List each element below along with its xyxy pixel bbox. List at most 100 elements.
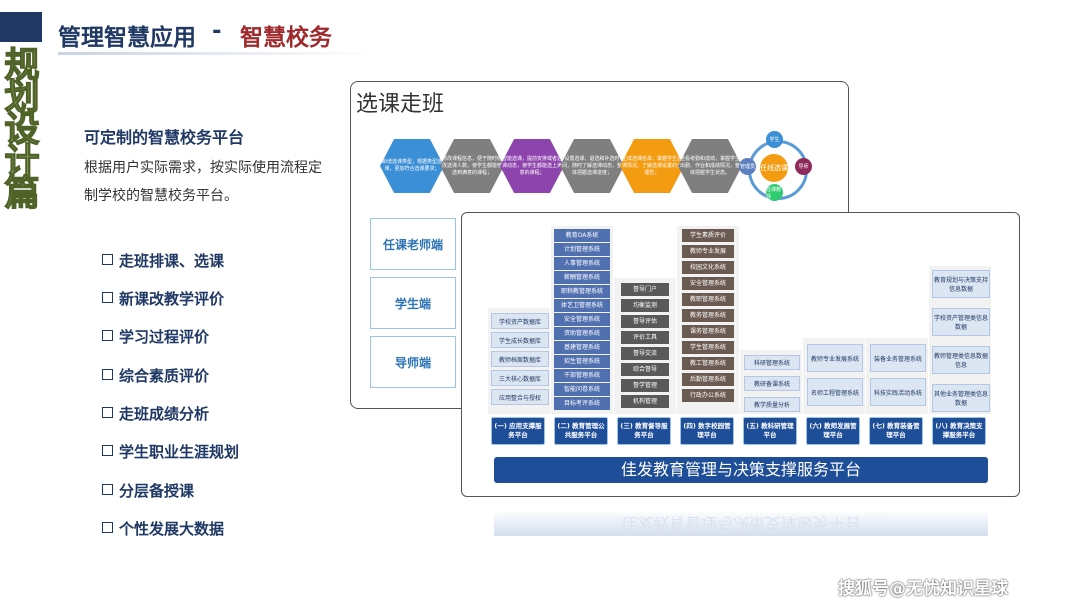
- checkbox-icon: [102, 254, 113, 265]
- system-column-4: 学生素质评价 教师专业发展 校园文化系统 安全管理系统 教职管理系统 教务管理系…: [682, 229, 734, 402]
- feature-label: 走班排课、选课: [119, 252, 225, 270]
- system-label: 评价工具: [621, 331, 669, 344]
- system-label: 后勤管理系统: [682, 373, 734, 386]
- database-label: 学校资产数据库: [491, 313, 549, 329]
- checkbox-icon: [102, 484, 113, 495]
- feature-label: 个性发展大数据: [119, 520, 225, 538]
- process-step-text: 生成选课名单，掌握学生选课情况，了解选课设置的合理性；: [621, 155, 682, 176]
- system-label: 体艺卫管理系统: [554, 299, 610, 312]
- side-char: 划: [4, 78, 40, 118]
- process-step-hex: 设置选课、退选和补选时间，随时了解选课动态，整体把握选课进度；: [560, 139, 624, 193]
- cycle-node-left: 管理员: [739, 158, 756, 175]
- platform-block-8: (八) 教育决策支撑服务平台: [932, 417, 986, 445]
- platform-block-4: (四) 数字校园管理平台: [680, 417, 734, 445]
- system-column-7: 装备业务管理系统 科技实践活动系统: [870, 344, 926, 406]
- system-label: 教育OA系统: [554, 229, 610, 242]
- feature-label: 走班成绩分析: [119, 405, 210, 423]
- platform-block-6: (六) 教师发展管理平台: [806, 417, 860, 445]
- database-label: 教师档案数据库: [491, 351, 549, 367]
- system-label: 安全管理系统: [682, 277, 734, 290]
- system-column-3: 督导门户 均衡监测 督导评估 评价工具 督导交流 综合督导 督学管理 机构管理: [621, 283, 669, 408]
- platform-block-5: (五) 教科研管理平台: [743, 417, 797, 445]
- system-label: 教师专业发展: [682, 245, 734, 258]
- system-label: 督导门户: [621, 283, 669, 296]
- process-step-text: 修改课程信息，便于随时修改选课人数，使学生都能够选到满意的课程；: [441, 155, 502, 176]
- system-label: 教工管理系统: [682, 357, 734, 370]
- process-step-text: 查看考勤和成绩，掌握学生出勤、作业和成绩情况，整体把握学生状态。: [679, 155, 740, 176]
- role-box-mentor: 导师端: [370, 336, 456, 388]
- side-char: 篇: [4, 174, 40, 214]
- system-label: 其他业务管理类信息数据: [932, 384, 990, 412]
- process-step-hex: 生成选课名单，掌握学生选课情况，了解选课设置的合理性；: [620, 139, 684, 193]
- side-char: 计: [4, 142, 40, 182]
- cycle-node-right: 导师: [795, 158, 812, 175]
- system-label: 招生管理系统: [554, 355, 610, 368]
- platform-block-1: (一) 应用支撑服务平台: [491, 417, 545, 445]
- side-char: 规: [4, 46, 40, 86]
- process-step-hex: 查看考勤和成绩，掌握学生出勤、作业和成绩情况，整体把握学生状态。: [678, 139, 742, 193]
- platform-block-3: (三) 教育督导服务平台: [617, 417, 671, 445]
- system-label: 学生素质评价: [682, 229, 734, 242]
- system-label: 督学管理: [621, 379, 669, 392]
- feature-item: 新课改教学评价: [102, 288, 224, 309]
- system-label: 科研管理系统: [744, 355, 800, 370]
- system-column-6: 教师专业发展系统 名师工程管理系统: [807, 344, 863, 406]
- page-subtitle: 智慧校务: [240, 25, 332, 51]
- system-label: 薪酬管理系统: [554, 271, 610, 284]
- database-label: 三大核心数据库: [491, 370, 549, 386]
- feature-item: 个性发展大数据: [102, 518, 224, 539]
- watermark: 搜狐号@无忧知识星球: [838, 579, 1008, 599]
- course-selection-title: 选课走班: [356, 92, 445, 117]
- checkbox-icon: [102, 407, 113, 418]
- system-column-5: 科研管理系统 教研备课系统 教学质量分析: [744, 355, 800, 412]
- system-label: 计划管理系统: [554, 243, 610, 256]
- role-box-student: 学生端: [370, 277, 456, 329]
- system-label: 教师专业发展系统: [807, 344, 863, 372]
- process-step-text: 新增选课类型，根据类型选课，更加符合选课要求；: [381, 159, 442, 172]
- page-title: 管理智慧应用: [58, 25, 196, 51]
- system-label: 资助管理系统: [554, 327, 610, 340]
- feature-item: 走班成绩分析: [102, 403, 209, 424]
- feature-item: 分层备授课: [102, 480, 194, 501]
- role-box-teacher: 任课老师端: [370, 218, 456, 270]
- feature-label: 学习过程评价: [119, 328, 210, 346]
- cycle-node-bottom: 任课教师: [766, 184, 783, 201]
- feature-item: 学生职业生涯规划: [102, 441, 239, 462]
- system-label: 教务管理系统: [682, 309, 734, 322]
- system-label: 科技实践活动系统: [870, 378, 926, 406]
- system-label: 安全管理系统: [554, 313, 610, 326]
- feature-item: 综合素质评价: [102, 365, 209, 386]
- checkbox-icon: [102, 369, 113, 380]
- side-vertical-title: 规 划 设 计 篇: [2, 46, 42, 214]
- system-label: 督导评估: [621, 315, 669, 328]
- side-char: 设: [4, 110, 40, 150]
- feature-label: 学生职业生涯规划: [119, 443, 240, 461]
- intro-description: 根据用户实际需求，按实际使用流程定制学校的智慧校务平台。: [84, 160, 322, 204]
- checkbox-icon: [102, 445, 113, 456]
- system-label: 学校资产管理类信息数据: [932, 308, 990, 336]
- main-platform-bar: 佳发教育管理与决策支撑服务平台: [494, 457, 988, 483]
- system-column-8: 教育规划与决策支持信息数据 学校资产管理类信息数据 教师管理类信息数据信息 其他…: [932, 270, 990, 412]
- feature-item: 走班排课、选课: [102, 250, 224, 271]
- main-platform-reflection: 佳发教育管理与决策支撑服务平台: [494, 510, 988, 536]
- process-step-hex: 智能选课，提前安排或者选课动态，使学生都能选上满意的课程；: [500, 139, 564, 193]
- system-label: 教研备课系统: [744, 376, 800, 391]
- header-underline: [58, 52, 378, 55]
- system-label: 教育规划与决策支持信息数据: [932, 270, 990, 298]
- system-label: 智能问卷系统: [554, 383, 610, 396]
- system-label: 督导交流: [621, 347, 669, 360]
- system-label: 校园文化系统: [682, 261, 734, 274]
- feature-label: 新课改教学评价: [119, 290, 225, 308]
- platform-block-2: (二) 教育管理公共服务平台: [554, 417, 608, 445]
- system-label: 干部管理系统: [554, 369, 610, 382]
- system-label: 职称教管理系统: [554, 285, 610, 298]
- checkbox-icon: [102, 330, 113, 341]
- system-label: 人事管理系统: [554, 257, 610, 270]
- cycle-center: 任线选课: [760, 154, 788, 182]
- title-separator: -: [212, 18, 222, 44]
- system-label: 目标考评系统: [554, 397, 610, 410]
- system-label: 均衡监测: [621, 299, 669, 312]
- system-column-2: 教育OA系统 计划管理系统 人事管理系统 薪酬管理系统 职称教管理系统 体艺卫管…: [554, 229, 610, 410]
- process-step-hex: 新增选课类型，根据类型选课，更加符合选课要求；: [380, 139, 444, 193]
- database-label: 学生成长数据库: [491, 332, 549, 348]
